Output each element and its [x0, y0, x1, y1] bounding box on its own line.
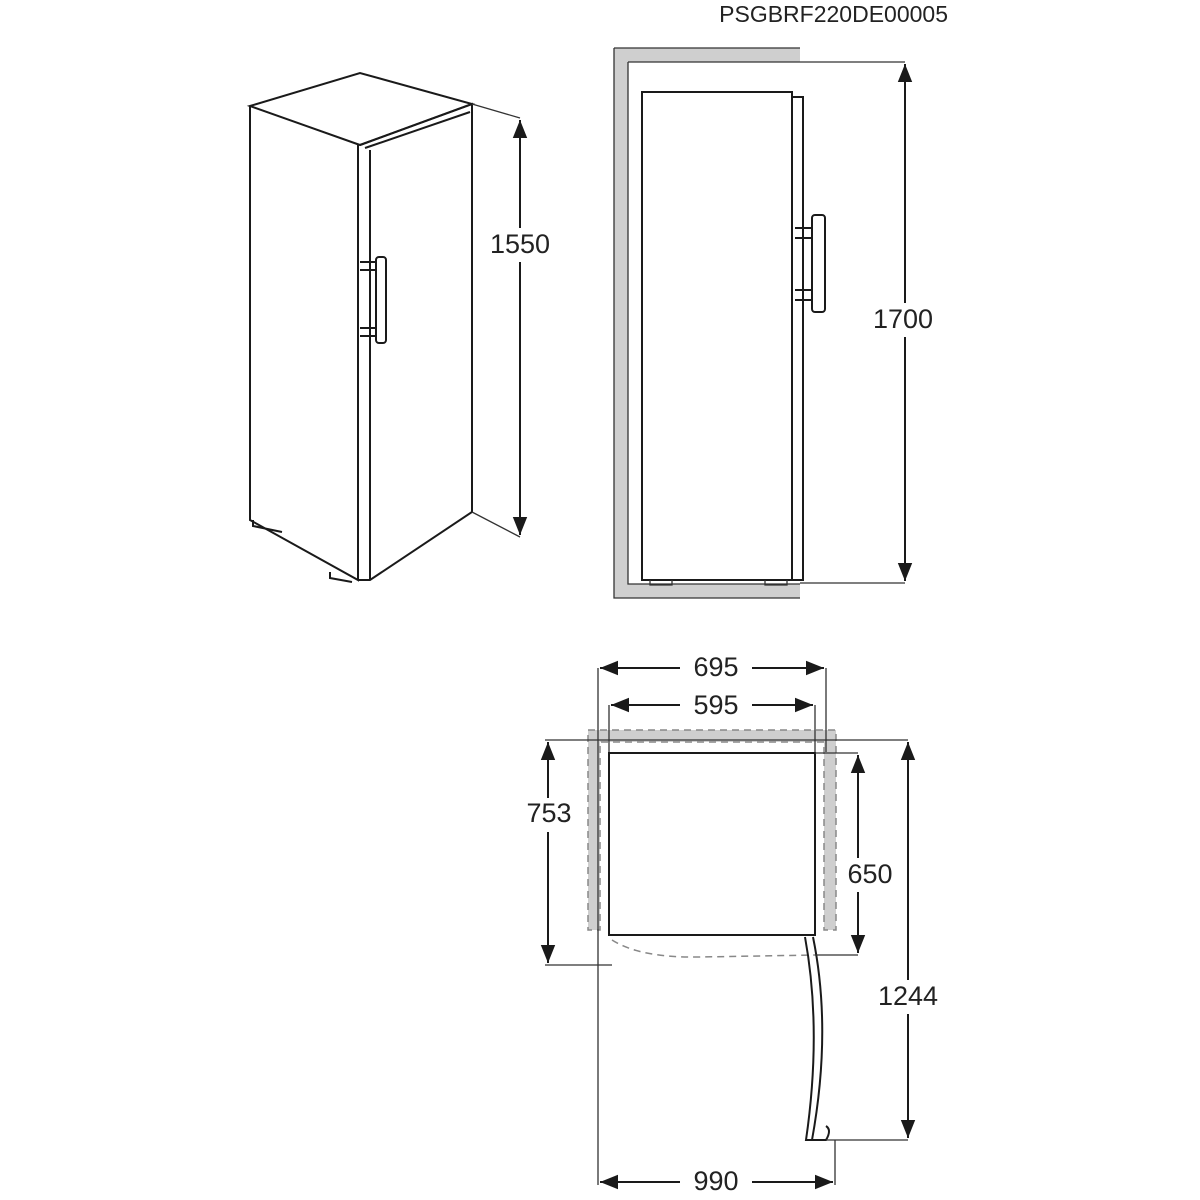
- door-side: [791, 96, 804, 581]
- depth-clearance-label: 753: [526, 798, 571, 828]
- door-top-edge: [364, 111, 471, 149]
- model-code: PSGBRF220DE00005: [719, 1, 948, 27]
- plan-extension-lines: [545, 668, 908, 1185]
- height-niche-label: 1700: [873, 304, 933, 334]
- front-view: 1700: [613, 47, 942, 599]
- top-face: [246, 71, 476, 147]
- extension-lines: [471, 103, 521, 538]
- depth-door-open-label: 1244: [878, 981, 938, 1011]
- handle-mounts: [360, 261, 376, 337]
- feet: [252, 520, 353, 583]
- extension-lines-front: [800, 61, 905, 584]
- handle-mounts-front: [795, 227, 812, 301]
- door-front: [641, 91, 793, 581]
- door-handle: [375, 256, 387, 344]
- isometric-view: 1550: [246, 71, 552, 583]
- width-door-open-label: 990: [693, 1166, 738, 1196]
- door-swing-arc: [611, 939, 816, 958]
- door-handle-front: [811, 214, 826, 313]
- side-face: [249, 106, 359, 582]
- height-appliance-label: 1550: [490, 229, 550, 259]
- width-appliance-label: 595: [693, 690, 738, 720]
- plan-view: 695 595 753 650 1244 990: [520, 652, 944, 1198]
- clearance-outline: [587, 729, 837, 931]
- width-clearance-label: 695: [693, 652, 738, 682]
- door-face: [358, 102, 473, 581]
- depth-appliance-label: 650: [847, 859, 892, 889]
- appliance-footprint: [608, 752, 816, 936]
- open-door: [804, 936, 824, 1141]
- feet-front: [649, 580, 788, 586]
